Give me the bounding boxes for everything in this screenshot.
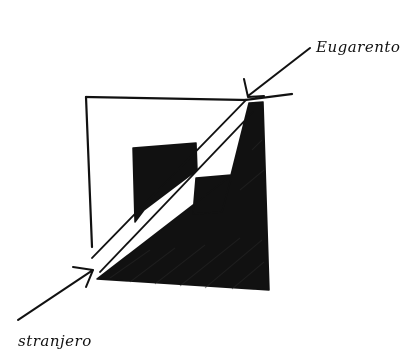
label-bottom-left: stranjero <box>18 332 92 350</box>
label-top-right: Eugarento <box>315 38 400 56</box>
arrow-top-right-head <box>244 79 264 97</box>
arrow-bottom-left-shaft <box>18 270 93 320</box>
outer-square-left-edge <box>86 97 92 247</box>
arrow-top-right-shaft <box>248 48 310 96</box>
arrow-top-right <box>244 48 310 97</box>
outer-square-top-edge <box>86 97 246 100</box>
arrow-bottom-left <box>18 267 93 320</box>
